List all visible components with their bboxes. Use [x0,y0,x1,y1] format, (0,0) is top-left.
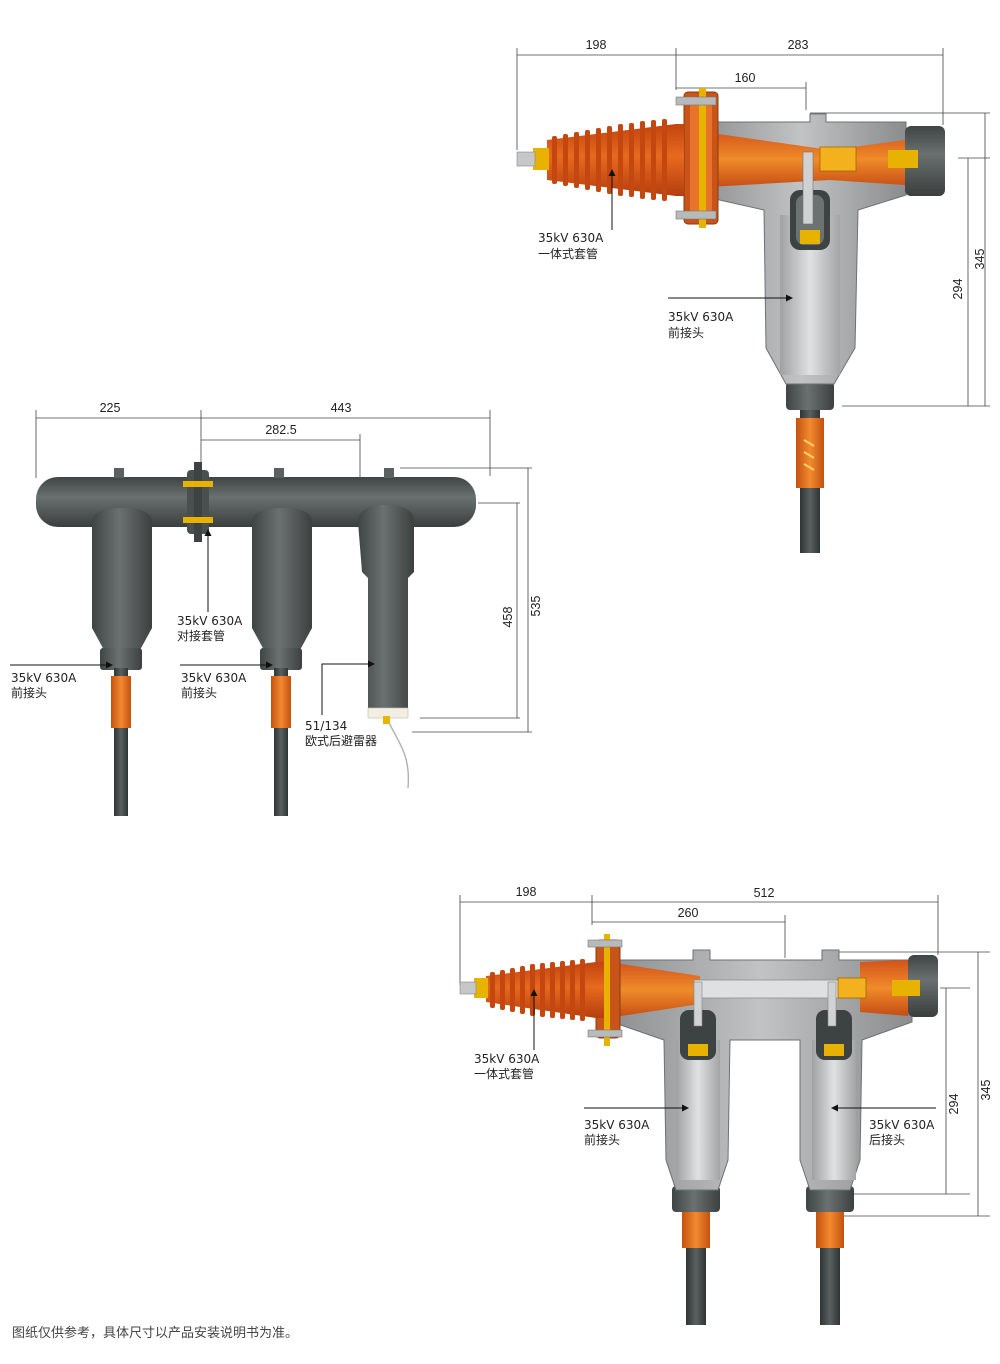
top-cable-stripes [803,439,815,471]
bottom-bolts [587,939,623,1038]
top-dimensions: 198 283 160 345 294 [516,38,990,407]
middle-front-label-1a: 35kV 630A [11,671,77,685]
bottom-dim-198: 198 [516,885,537,899]
top-dim-294: 294 [951,279,965,300]
middle-front-label-1b: 前接头 [11,685,47,700]
middle-arrester-label-1: 51/134 [305,719,347,733]
bottom-rear-inner [812,1040,856,1180]
top-bolts [675,96,717,220]
middle-front-label-2a: 35kV 630A [181,671,247,685]
top-rear-plug [888,150,918,168]
top-dim-283: 283 [788,38,809,52]
bottom-front-inner [676,1040,720,1180]
top-rear-cap [905,126,945,196]
bottom-bushing-label-2: 一体式套管 [474,1066,534,1081]
bottom-bushing [459,959,604,1021]
bottom-rear-cap [908,955,938,1017]
bottom-cable-rear [806,1186,854,1325]
top-dim-198: 198 [586,38,607,52]
middle-coupling-flange [183,462,213,542]
middle-arrester-label-2: 欧式后避雷器 [305,734,377,748]
bottom-assembly: 198 512 260 294 345 [459,885,993,1325]
top-contact [819,146,857,172]
bottom-front-label-2: 前接头 [584,1132,620,1147]
top-assembly: 198 283 160 345 294 [516,38,990,553]
footer-note: 图纸仅供参考，具体尺寸以产品安装说明书为准。 [12,1326,299,1341]
middle-arrester [358,505,414,789]
middle-coupling-label-2: 对接套管 [177,628,225,643]
bottom-dimensions: 198 512 260 294 345 [459,885,993,1217]
middle-assembly: 225 443 282.5 458 535 [10,401,543,816]
middle-front-label-2b: 前接头 [181,685,217,700]
bottom-dim-345: 345 [979,1080,993,1101]
top-connector-label-1: 35kV 630A [668,310,734,324]
top-bushing [516,119,684,201]
bottom-bushing-label-1: 35kV 630A [474,1052,540,1066]
middle-dim-535: 535 [529,596,543,617]
top-flange-plate [699,88,706,228]
top-connector-label-2: 前接头 [668,325,704,340]
bottom-inner-cone [608,962,700,1018]
middle-dim-458: 458 [501,607,515,628]
middle-dim-225: 225 [100,401,121,415]
top-cable-shield [796,418,824,488]
bottom-dim-294: 294 [947,1094,961,1115]
top-cable-collar [786,382,834,410]
top-bushing-label-1: 35kV 630A [538,231,604,245]
bottom-rear-label-1: 35kV 630A [869,1118,935,1132]
middle-dimensions: 225 443 282.5 458 535 [35,401,543,733]
top-dim-345: 345 [973,249,987,270]
top-dim-160: 160 [735,71,756,85]
middle-dim-443: 443 [331,401,352,415]
bottom-front-label-1: 35kV 630A [584,1118,650,1132]
middle-coupling-label-1: 35kV 630A [177,614,243,628]
top-inner-cone [690,130,905,188]
middle-dim-282-5: 282.5 [265,423,296,437]
bottom-dim-260: 260 [678,906,699,920]
bottom-cable-front [672,1186,720,1325]
top-connector-lug [800,230,820,244]
bottom-rear-label-2: 后接头 [869,1132,905,1147]
bottom-dim-512: 512 [754,886,775,900]
middle-connector-1 [92,508,152,816]
top-stud [802,151,814,225]
top-bushing-label-2: 一体式套管 [538,246,598,261]
middle-connector-2 [252,508,312,816]
